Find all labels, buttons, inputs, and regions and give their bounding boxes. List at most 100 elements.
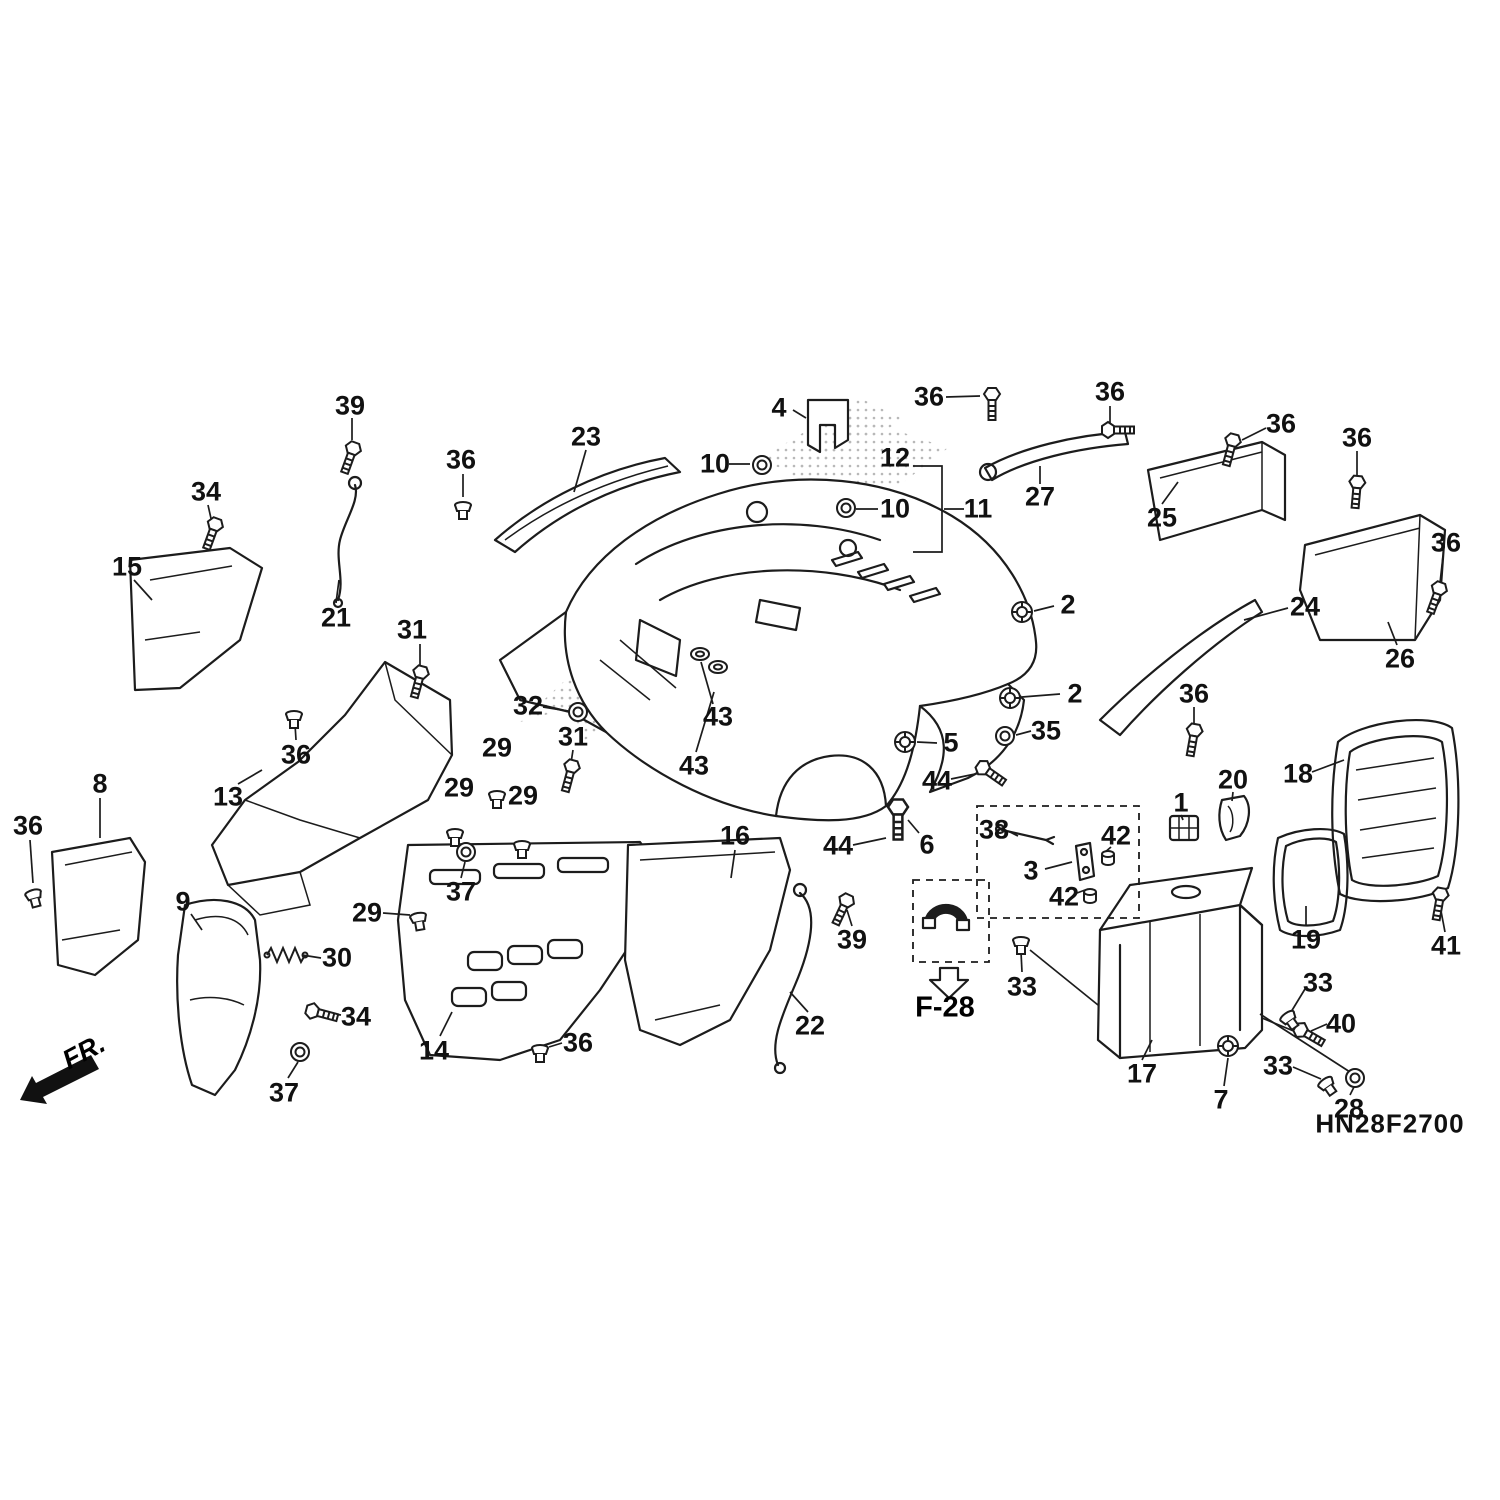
callout-16: 16	[719, 820, 751, 851]
part-1-pad	[1168, 814, 1200, 842]
screw-icon	[303, 1000, 341, 1027]
nut-icon	[894, 731, 916, 753]
callout-14: 14	[418, 1035, 450, 1066]
part-3-bracket	[1074, 841, 1096, 882]
grommet-icon	[290, 1042, 310, 1062]
callout-33: 33	[1302, 967, 1334, 998]
part-13-cover	[210, 660, 454, 916]
callout-34: 34	[190, 476, 222, 507]
callout-31: 31	[557, 721, 589, 752]
part-4-bracket	[806, 398, 850, 454]
callout-36: 36	[280, 739, 312, 770]
callout-29: 29	[507, 780, 539, 811]
callout-42: 42	[1100, 820, 1132, 851]
callout-43: 43	[702, 701, 734, 732]
part-15-panel	[128, 546, 264, 692]
callout-26: 26	[1384, 643, 1416, 674]
cap-icon	[1101, 850, 1115, 866]
callout-36: 36	[1178, 678, 1210, 709]
callout-36: 36	[1430, 527, 1462, 558]
callout-9: 9	[175, 886, 191, 917]
bolt-icon	[556, 757, 583, 795]
callout-7: 7	[1213, 1084, 1229, 1115]
callout-36: 36	[445, 444, 477, 475]
callout-1: 1	[1173, 787, 1189, 818]
callout-5: 5	[943, 727, 959, 758]
leader-lines	[29, 395, 1446, 1096]
callout-41: 41	[1430, 930, 1462, 961]
callout-44: 44	[822, 830, 854, 861]
part-22-wire	[773, 882, 813, 1075]
callout-11: 11	[963, 493, 993, 524]
callout-43: 43	[678, 750, 710, 781]
callout-38: 38	[978, 814, 1010, 845]
clip-icon	[285, 710, 303, 729]
bolt-icon	[886, 798, 910, 841]
part-19-seal	[1272, 827, 1349, 938]
nut-icon	[1217, 1035, 1239, 1057]
clip-icon	[488, 790, 506, 809]
bolt-icon	[1346, 474, 1367, 510]
washer-icon	[708, 660, 728, 674]
grommet-icon	[995, 726, 1015, 746]
callout-42: 42	[1048, 881, 1080, 912]
callout-36: 36	[1341, 422, 1373, 453]
callout-17: 17	[1126, 1058, 1158, 1089]
part-17-box	[1096, 866, 1264, 1060]
part-21-rod	[332, 475, 363, 609]
callout-19: 19	[1290, 924, 1322, 955]
bolt-icon	[1181, 721, 1205, 759]
part-27-rail	[978, 430, 1130, 482]
part-8-guard	[50, 836, 147, 977]
callout-3: 3	[1023, 855, 1039, 886]
f28-arrow-icon	[928, 966, 970, 1000]
callout-33: 33	[1262, 1050, 1294, 1081]
callout-28: 28	[1333, 1093, 1365, 1124]
callout-39: 39	[334, 390, 366, 421]
part-25-panel	[1146, 440, 1287, 542]
grommet-icon	[456, 842, 476, 862]
callout-25: 25	[1146, 502, 1178, 533]
fr-direction-arrow-icon	[20, 1055, 99, 1104]
callout-21: 21	[320, 602, 352, 633]
clip-icon	[531, 1044, 549, 1063]
grommet-icon	[568, 702, 588, 722]
callout-36: 36	[12, 810, 44, 841]
part-16-panel	[623, 836, 792, 1047]
callout-8: 8	[92, 768, 108, 799]
callout-10: 10	[699, 448, 731, 479]
f28-reference-label: F-28	[915, 991, 975, 1024]
callout-44: 44	[921, 765, 953, 796]
callout-31: 31	[396, 614, 428, 645]
callout-22: 22	[794, 1010, 826, 1041]
callout-34: 34	[340, 1001, 372, 1032]
callout-33: 33	[1006, 971, 1038, 1002]
grommet-icon	[836, 498, 856, 518]
callout-29: 29	[443, 772, 475, 803]
cap-icon	[1083, 888, 1097, 904]
callout-36: 36	[562, 1027, 594, 1058]
screw-icon	[827, 890, 858, 929]
callout-29: 29	[351, 897, 383, 928]
callout-36: 36	[913, 381, 945, 412]
callout-30: 30	[321, 942, 353, 973]
callout-15: 15	[111, 551, 143, 582]
bolt-icon	[983, 387, 1001, 421]
nut-icon	[1011, 601, 1033, 623]
part-rear-fender	[498, 478, 1038, 822]
screw-icon	[335, 438, 364, 477]
callout-4: 4	[771, 392, 787, 423]
clip-icon	[454, 501, 472, 520]
grommet-icon	[752, 455, 772, 475]
callout-23: 23	[570, 421, 602, 452]
callout-37: 37	[268, 1077, 300, 1108]
callout-2: 2	[1060, 589, 1076, 620]
part-14-panel	[396, 840, 662, 1062]
part-23-strip	[493, 456, 682, 554]
nut-icon	[999, 687, 1021, 709]
spring-icon	[263, 947, 309, 963]
grommet-icon	[1345, 1068, 1365, 1088]
clip-icon	[23, 887, 46, 910]
